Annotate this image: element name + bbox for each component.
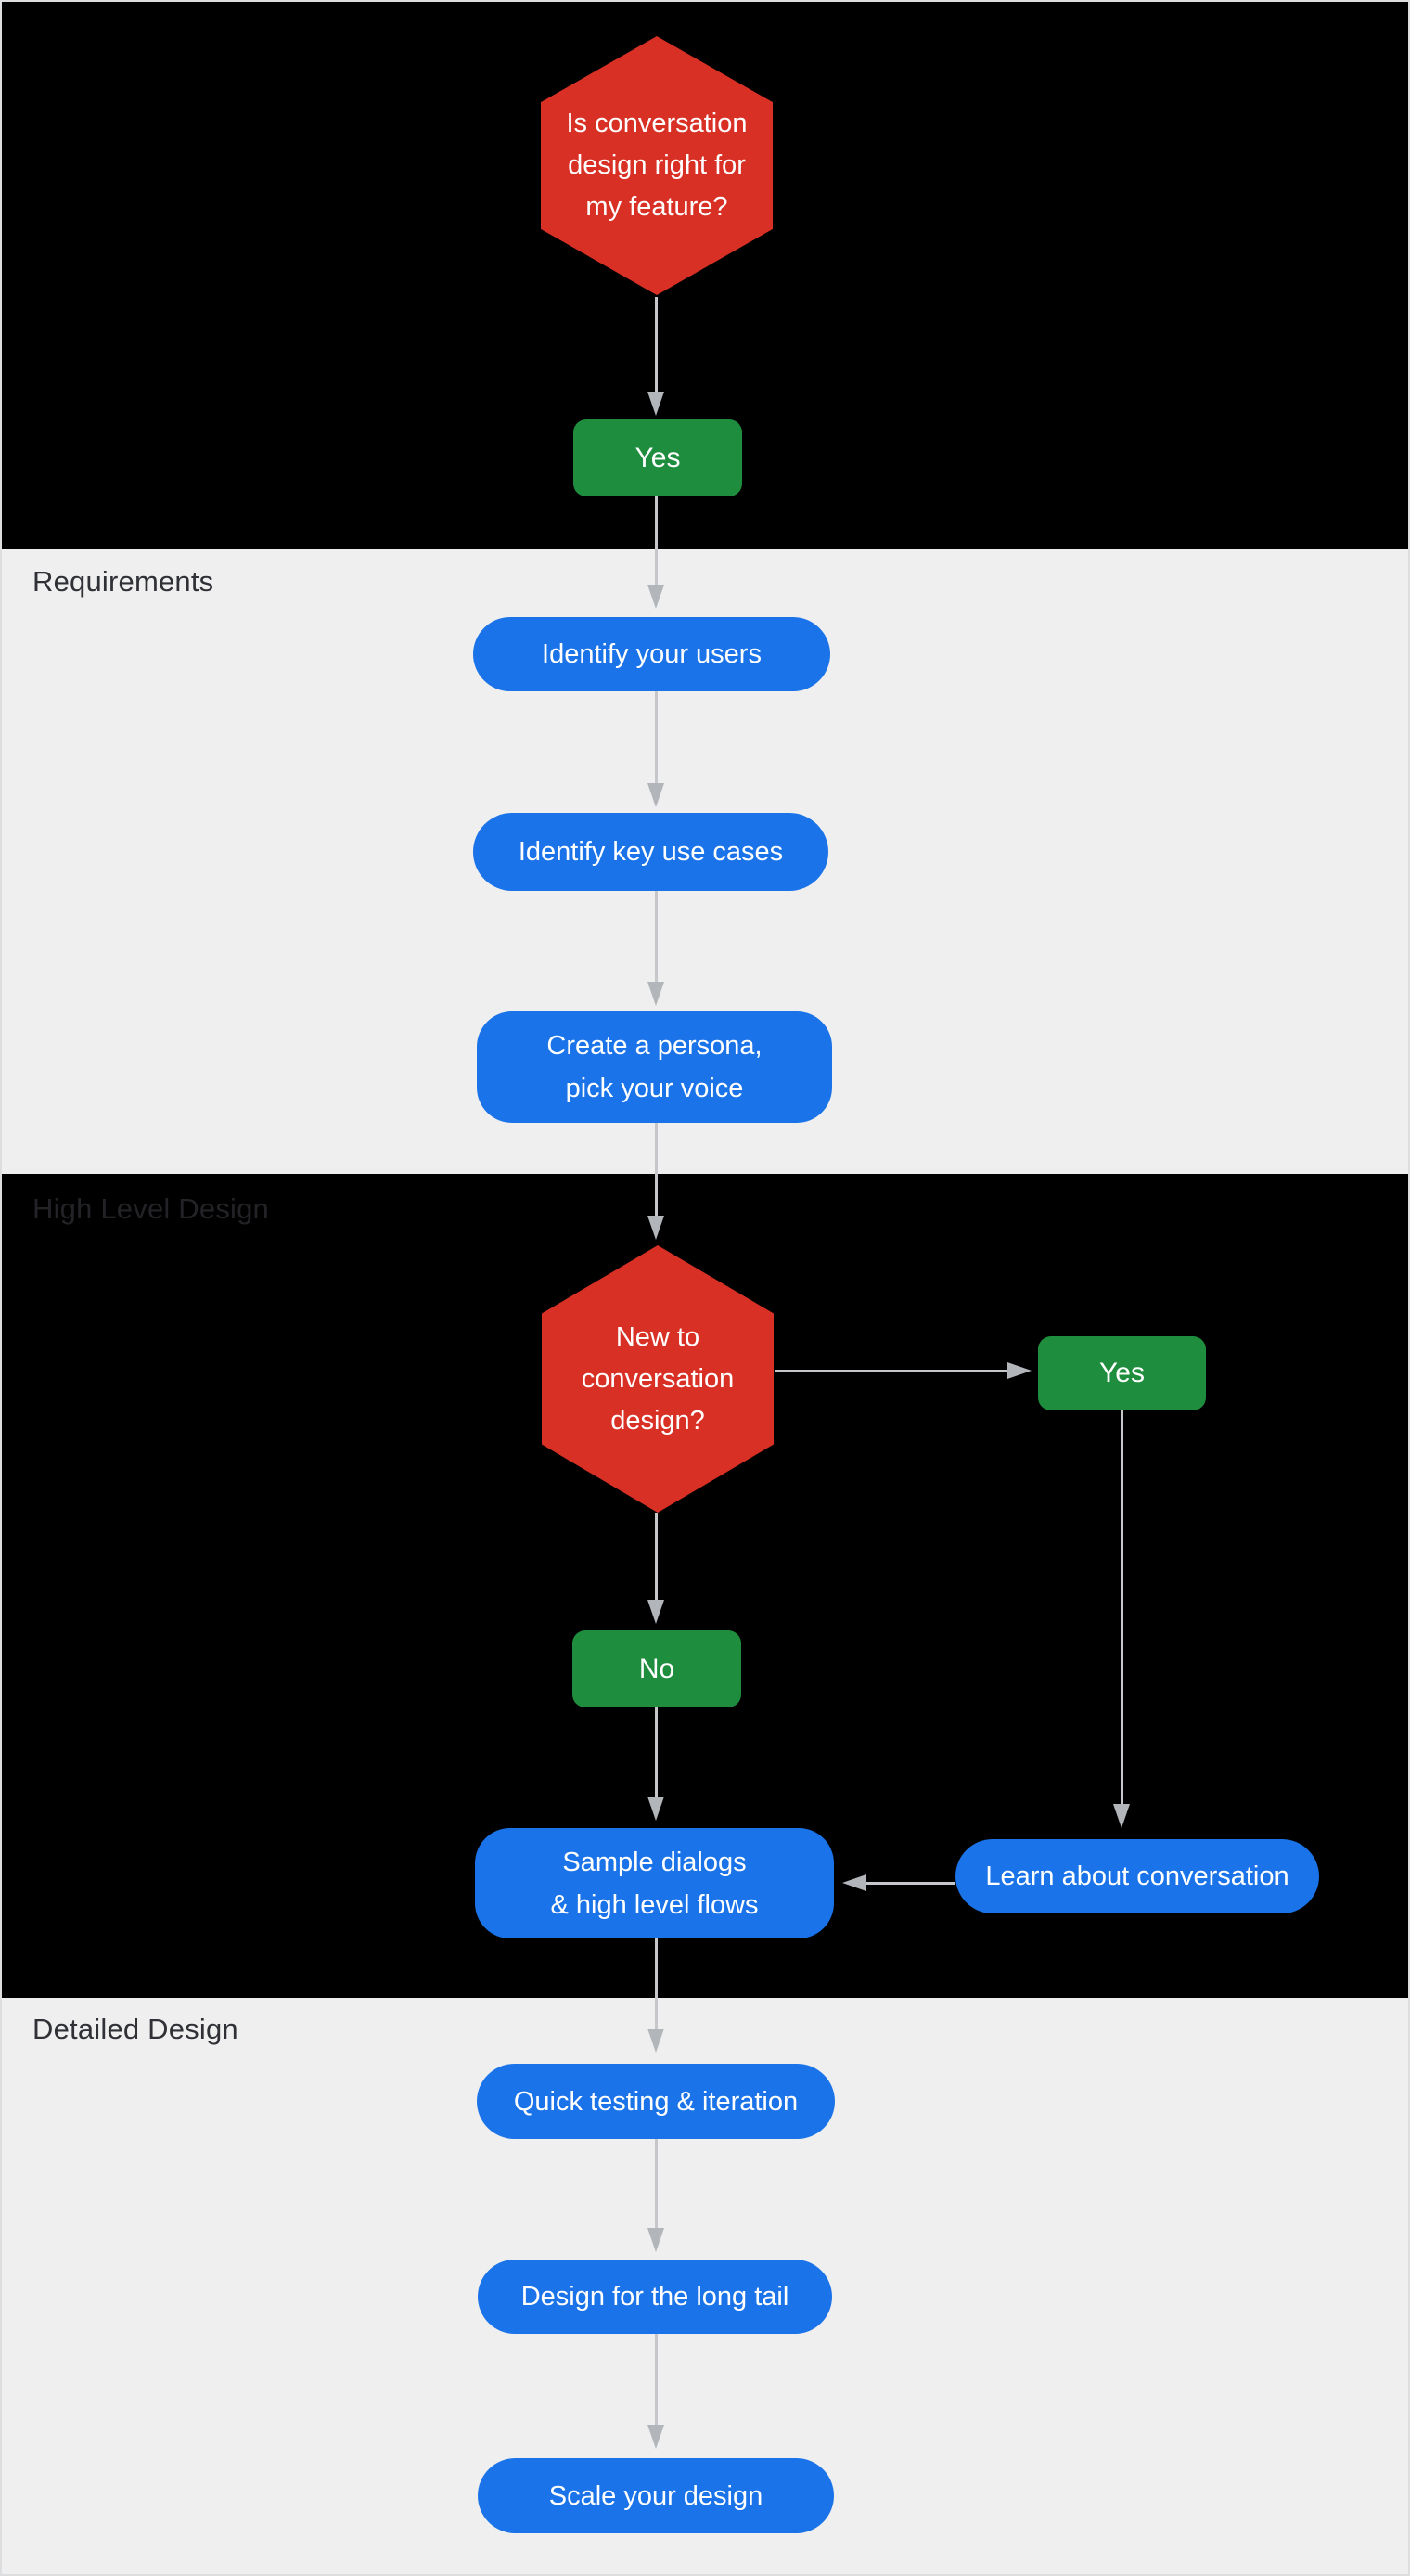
arrowhead-down-icon [647, 1797, 664, 1821]
answer-yes-new-button[interactable]: Yes [1038, 1336, 1206, 1410]
step-sample-dialogs-high-level-flows[interactable]: Sample dialogs & high level flows [475, 1828, 834, 1938]
connector-line [655, 1938, 658, 2030]
connector-line [655, 2334, 658, 2427]
connector-line [655, 496, 658, 586]
connector-line [655, 691, 658, 785]
answer-yes-button[interactable]: Yes [573, 419, 742, 496]
step-scale-your-design[interactable]: Scale your design [478, 2458, 834, 2533]
connector-line [655, 1707, 658, 1798]
answer-no-button[interactable]: No [572, 1630, 741, 1707]
arrowhead-down-icon [647, 392, 664, 416]
connector-line [655, 891, 658, 984]
step-identify-key-use-cases[interactable]: Identify key use cases [473, 813, 828, 891]
step-quick-testing-iteration[interactable]: Quick testing & iteration [477, 2064, 835, 2139]
section-label-requirements: Requirements [32, 565, 214, 598]
arrowhead-right-icon [1007, 1362, 1032, 1379]
arrowhead-left-icon [842, 1874, 866, 1891]
connector-line [655, 1123, 658, 1217]
arrowhead-down-icon [647, 585, 664, 609]
arrowhead-down-icon [647, 1600, 664, 1624]
step-design-for-long-tail[interactable]: Design for the long tail [478, 2260, 832, 2334]
arrowhead-down-icon [647, 1216, 664, 1240]
connector-line [655, 2139, 658, 2230]
step-learn-about-conversation[interactable]: Learn about conversation [955, 1839, 1319, 1913]
arrowhead-down-icon [1113, 1804, 1130, 1828]
connector-line [1121, 1410, 1123, 1806]
step-identify-your-users[interactable]: Identify your users [473, 617, 830, 691]
section-label-detailed-design: Detailed Design [32, 2013, 238, 2045]
arrowhead-down-icon [647, 982, 664, 1006]
arrowhead-down-icon [647, 2425, 664, 2449]
arrowhead-down-icon [647, 783, 664, 807]
arrowhead-down-icon [647, 2029, 664, 2053]
arrowhead-down-icon [647, 2228, 664, 2252]
connector-line [655, 1513, 658, 1602]
step-create-persona-pick-voice[interactable]: Create a persona, pick your voice [477, 1011, 832, 1123]
connector-line [776, 1370, 1007, 1372]
connector-line [655, 297, 658, 393]
section-label-high-level-design: High Level Design [32, 1192, 269, 1225]
connector-line [866, 1882, 955, 1885]
